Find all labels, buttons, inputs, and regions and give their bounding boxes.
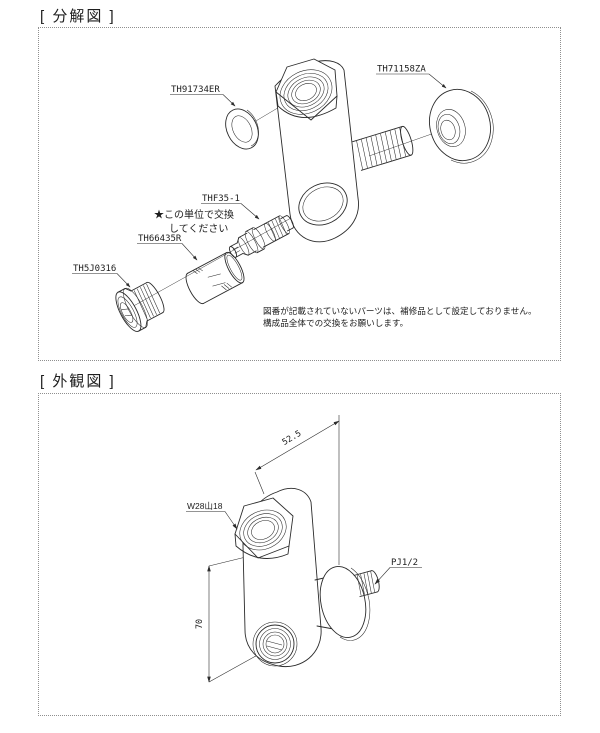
part-callouts: TH91734ER TH71158ZA THF35-1 TH66435R TH5… bbox=[72, 65, 447, 288]
part-cap bbox=[115, 281, 165, 332]
bottom-cap bbox=[252, 621, 298, 667]
side-outlet bbox=[314, 566, 380, 641]
outline-view-drawing: 52.5 70 bbox=[186, 415, 422, 683]
thread-label-side: PJ1/2 bbox=[391, 558, 418, 568]
body-pipe bbox=[352, 125, 414, 171]
body-hex-nut bbox=[275, 58, 338, 121]
outline-view-title: [ 外観図 ] bbox=[40, 373, 116, 390]
replace-note: ★この単位で交換 してください bbox=[154, 208, 234, 235]
dim-width-label: 52.5 bbox=[281, 429, 304, 448]
part-sleeve bbox=[185, 251, 245, 305]
replace-note-line2: してください bbox=[169, 223, 228, 235]
thread-callouts: W28山18 PJ1/2 bbox=[186, 501, 422, 585]
part-washer bbox=[225, 108, 259, 150]
part-flange bbox=[429, 88, 494, 164]
part-label-valve: THF35-1 bbox=[202, 194, 240, 204]
body-assembled bbox=[234, 488, 380, 668]
outline-view-panel: 52.5 70 bbox=[38, 393, 561, 716]
hex-nut-assembled bbox=[234, 497, 294, 559]
part-label-cap: TH5J0316 bbox=[73, 264, 116, 274]
dim-height-label: 70 bbox=[195, 619, 205, 629]
thread-label-top: W28山18 bbox=[187, 501, 223, 511]
part-label-flange: TH71158ZA bbox=[377, 65, 426, 75]
exploded-view-title: [ 分解図 ] bbox=[40, 8, 116, 25]
replace-note-line1: ★この単位で交換 bbox=[154, 208, 234, 221]
footnote-line1: 図番が記載されていないパーツは、補修品として設定しておりません。 bbox=[263, 305, 537, 316]
footnote-line2: 構成品全体での交換をお願いします。 bbox=[263, 317, 408, 328]
part-valve-cartridge bbox=[228, 215, 294, 258]
body-exploded bbox=[274, 58, 414, 243]
part-label-washer: TH91734ER bbox=[171, 85, 220, 95]
exploded-view-panel: TH91734ER TH71158ZA THF35-1 TH66435R TH5… bbox=[38, 27, 561, 361]
part-label-sleeve: TH66435R bbox=[138, 234, 182, 244]
exploded-view-drawing: TH91734ER TH71158ZA THF35-1 TH66435R TH5… bbox=[72, 58, 537, 332]
footnote: 図番が記載されていないパーツは、補修品として設定しておりません。 構成品全体での… bbox=[263, 305, 537, 328]
